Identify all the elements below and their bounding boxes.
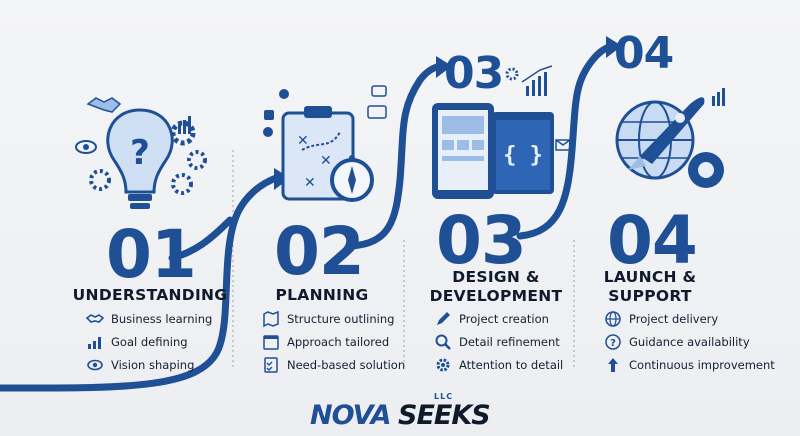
item-label: Attention to detail [459, 357, 564, 372]
logo-llc-text: LLC [434, 392, 454, 401]
list-item: Business learning [86, 307, 212, 330]
list-item: Project creation [434, 307, 563, 330]
step-1-items: Business learning Goal defining Vision s… [86, 307, 212, 376]
checklist-icon [262, 356, 280, 374]
step-4-number: 04 [607, 202, 698, 279]
step-4-title-line2: SUPPORT [608, 287, 692, 305]
item-label: Need-based solution [287, 357, 406, 372]
list-item: Project delivery [604, 307, 775, 330]
rocket-illustration [615, 88, 725, 188]
list-item: Continuous improvement [604, 353, 775, 376]
list-item: Goal defining [86, 330, 212, 353]
step-4-items: Project delivery ? Guidance availability… [604, 307, 775, 376]
step-4-title-line1: LAUNCH & [603, 268, 697, 286]
progress-path [0, 42, 616, 392]
item-label: Project delivery [629, 311, 719, 326]
lightbulb-illustration: ? [75, 97, 207, 209]
step-1-title: UNDERSTANDING [72, 286, 228, 304]
pencil-icon [434, 310, 452, 328]
list-item: Need-based solution [262, 353, 405, 376]
step-3-title-line2: DEVELOPMENT [429, 287, 563, 305]
gear-icon [434, 356, 452, 374]
svg-text:?: ? [130, 133, 150, 173]
svg-text:?: ? [610, 338, 616, 349]
path-arrowhead-2 [436, 56, 452, 78]
logo-nova-text: NOVA [310, 400, 392, 431]
devices-illustration: { } [432, 65, 571, 199]
clipboard-illustration: ✕ ✕ ✕ [263, 85, 387, 202]
list-item: Structure outlining [262, 307, 405, 330]
target-icon [86, 333, 104, 351]
step-4-title: LAUNCH & SUPPORT [580, 268, 720, 306]
question-icon: ? [604, 333, 622, 351]
list-item: Detail refinement [434, 330, 563, 353]
step-3-title: DESIGN & DEVELOPMENT [416, 268, 576, 306]
svg-text:{ }: { } [503, 143, 543, 168]
svg-text:✕: ✕ [297, 133, 309, 149]
item-label: Structure outlining [287, 311, 395, 326]
step-2-number: 02 [274, 213, 365, 290]
path-arrowhead-3 [606, 36, 622, 58]
list-item: ? Guidance availability [604, 330, 775, 353]
step-3-items: Project creation Detail refinement Atten… [434, 307, 563, 376]
list-item: Attention to detail [434, 353, 563, 376]
logo-seeks-text: SEEKS [398, 400, 491, 431]
calendar-icon [262, 333, 280, 351]
svg-text:✕: ✕ [304, 175, 316, 191]
svg-text:✕: ✕ [320, 153, 332, 169]
list-item: Vision shaping [86, 353, 212, 376]
item-label: Continuous improvement [629, 357, 775, 372]
handshake-icon [86, 310, 104, 328]
step-2-title: PLANNING [275, 286, 369, 304]
item-label: Detail refinement [459, 334, 560, 349]
globe-icon [604, 310, 622, 328]
eye-icon [86, 356, 104, 374]
step-4-small-number: 04 [614, 28, 674, 79]
item-label: Approach tailored [287, 334, 390, 349]
item-label: Vision shaping [111, 357, 195, 372]
list-item: Approach tailored [262, 330, 405, 353]
arrow-up-icon [604, 356, 622, 374]
step-2-items: Structure outlining Approach tailored Ne… [262, 307, 405, 376]
item-label: Goal defining [111, 334, 188, 349]
step-3-number: 03 [436, 202, 527, 279]
novaseeks-logo[interactable]: NOVA LLC SEEKS [310, 392, 500, 432]
step-3-title-line1: DESIGN & [452, 268, 540, 286]
item-label: Project creation [459, 311, 549, 326]
item-label: Business learning [111, 311, 213, 326]
magnifier-icon [434, 333, 452, 351]
item-label: Guidance availability [629, 334, 750, 349]
map-icon [262, 310, 280, 328]
step-3-small-number: 03 [444, 48, 504, 99]
step-1-number: 01 [106, 216, 197, 293]
